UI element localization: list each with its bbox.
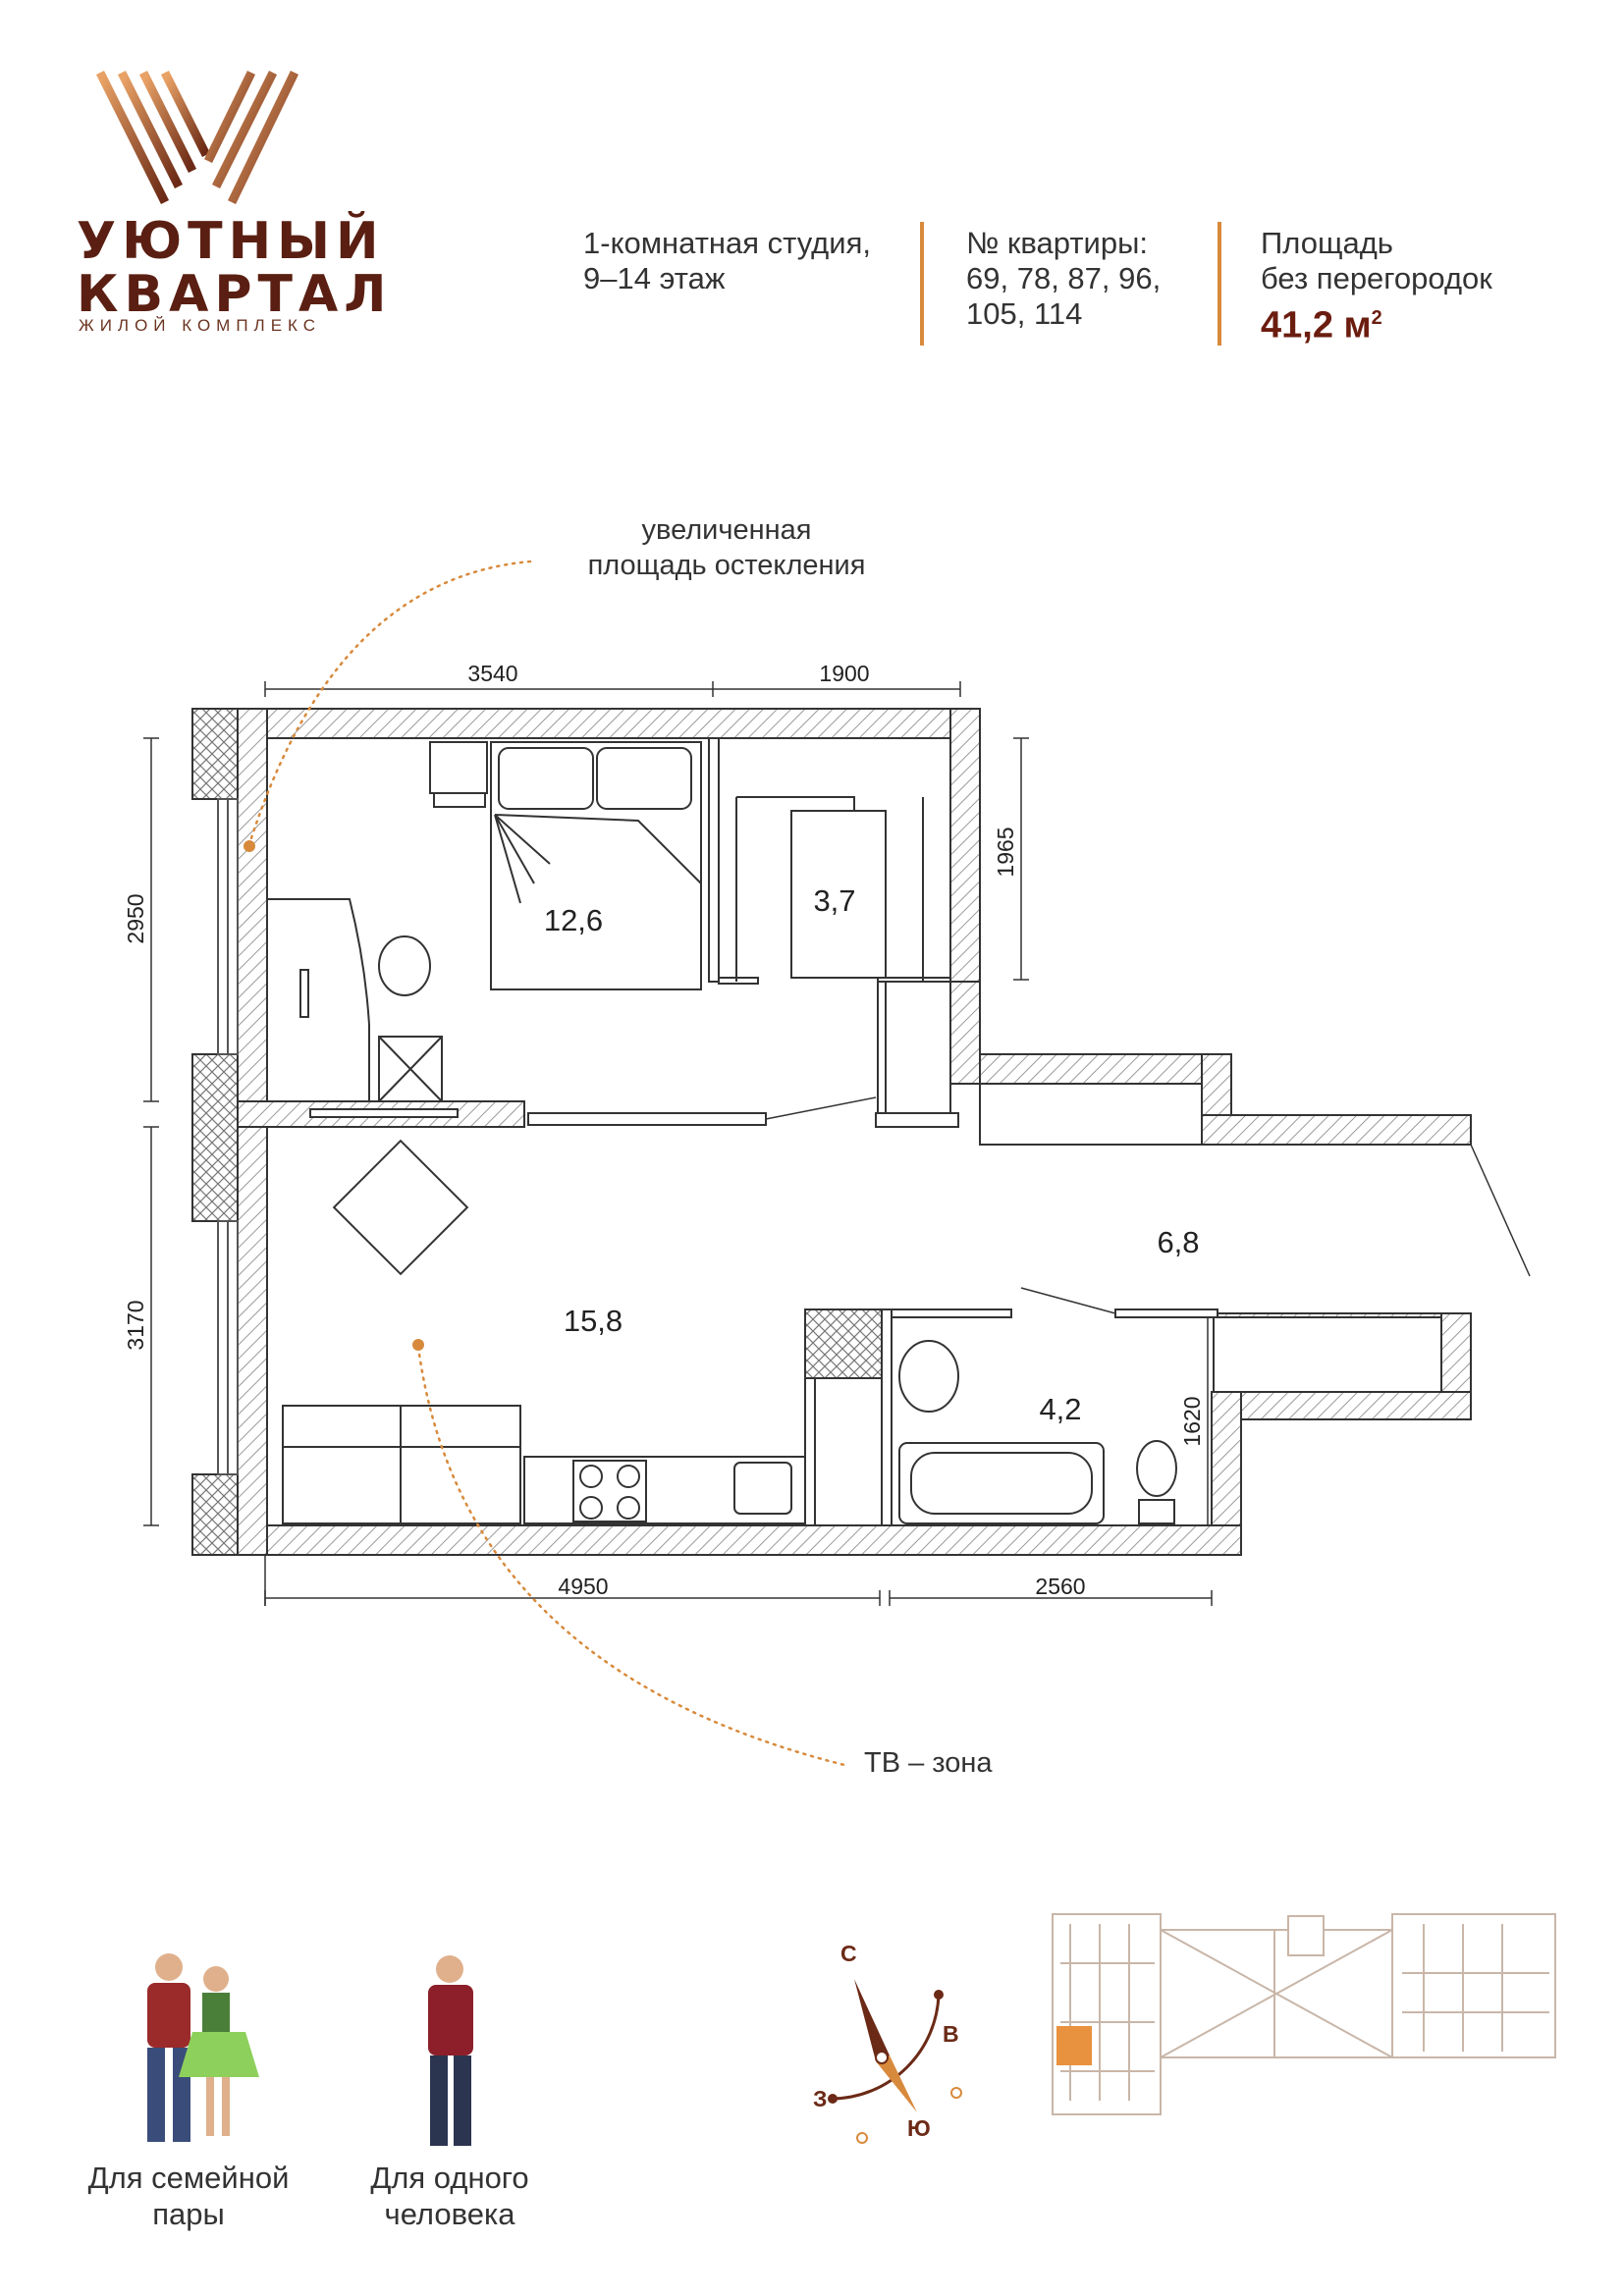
area-value-sup: 2 (1371, 307, 1382, 329)
glazing-note-line1: увеличенная (641, 514, 812, 546)
wall-thin-partition-2 (875, 1112, 959, 1128)
bathtub-inner (910, 1452, 1093, 1515)
area-hall: 6,8 (1157, 1225, 1199, 1259)
wall-bath-left (881, 1308, 893, 1526)
pillar (191, 1053, 239, 1222)
desk-lamp (299, 969, 309, 1018)
brand-logo-icon (95, 70, 299, 205)
area-bedroom: 12,6 (544, 903, 603, 937)
wall-bedroom-living (237, 1100, 525, 1128)
wall-bath-top (881, 1308, 1012, 1318)
wall-closet-bottom (718, 977, 759, 985)
toilet (1136, 1440, 1177, 1497)
area-label-line1: Площадь (1261, 226, 1393, 260)
wall-corridor (979, 1053, 1232, 1085)
brand-subtitle: ЖИЛОЙ КОМПЛЕКС (79, 316, 322, 335)
brand-name-line2: КВАРТАЛ (77, 265, 393, 324)
area-label-line2: без перегородок (1261, 261, 1492, 295)
tv-zone-note: ТВ – зона (864, 1747, 993, 1779)
dim-bath-height: 1620 (1179, 1396, 1205, 1446)
couple-icon (147, 1953, 259, 2142)
dining-table (332, 1139, 469, 1276)
wall-kitchen-right (804, 1377, 816, 1526)
glazing-note: увеличенная площадь остекления (530, 512, 923, 583)
wash-basin (898, 1340, 959, 1413)
compass-north: С (840, 1941, 857, 1966)
pillow (498, 747, 594, 810)
apartment-numbers: № квартиры: 69, 78, 87, 96, 105, 114 (966, 226, 1161, 332)
wall-top (237, 708, 965, 739)
tv-stand (309, 1108, 459, 1118)
audience-family: Для семейной пары (61, 2160, 316, 2232)
shaft (804, 1308, 883, 1379)
building-key-plan (1052, 1913, 1556, 2115)
apartment-floor-line: 9–14 этаж (583, 261, 726, 295)
audience-single: Для одного человека (340, 2160, 560, 2232)
dim-closet-right: 1965 (993, 827, 1018, 877)
toilet-tank (1138, 1499, 1175, 1524)
dim-bottom-right: 2560 (1035, 1574, 1085, 1599)
compass-south: Ю (907, 2115, 931, 2141)
dim-left-bottom: 3170 (123, 1300, 148, 1350)
apartment-numbers-label: № квартиры: (966, 226, 1149, 260)
area-wardrobe: 3,7 (813, 883, 855, 918)
header-divider (1218, 222, 1221, 346)
dim-bottom-left: 4950 (558, 1574, 608, 1599)
wall-bath-right (1211, 1391, 1242, 1530)
compass (828, 1979, 944, 2112)
compass-west: З (813, 2086, 827, 2111)
wall-hall-left (877, 981, 887, 1114)
nightstand-lamp-base (433, 792, 486, 808)
sink (733, 1462, 792, 1515)
pillar (191, 1473, 239, 1556)
brand-name-line1: УЮТНЫЙ (77, 212, 385, 271)
pillar (191, 708, 239, 800)
area-info: Площадь без перегородок 41,2 м2 (1261, 226, 1492, 347)
dim-top-left: 3540 (467, 661, 517, 686)
pillow (596, 747, 692, 810)
audience-family-line1: Для семейной (87, 2161, 290, 2195)
audience-single-line2: человека (384, 2197, 515, 2231)
audience-single-line1: Для одного (370, 2161, 529, 2195)
area-value-number: 41,2 м (1261, 304, 1372, 347)
wall-thin-partition (527, 1112, 767, 1126)
sun-icon (856, 2087, 962, 2144)
wall-bottom (237, 1524, 1242, 1556)
area-bathroom: 4,2 (1039, 1392, 1081, 1426)
header-divider (920, 222, 924, 346)
wall-right-upper (949, 708, 981, 983)
wall-bath-top-right (1238, 1391, 1472, 1420)
wardrobe-center (790, 810, 887, 979)
man-icon (428, 1955, 473, 2146)
apartment-numbers-line2: 105, 114 (966, 296, 1083, 331)
nightstand (429, 741, 488, 794)
wall-closet-left (708, 737, 720, 983)
area-value: 41,2 м2 (1261, 296, 1492, 347)
corridor-wardrobe (979, 1083, 1203, 1146)
hall-wardrobe (1213, 1316, 1442, 1393)
area-living: 15,8 (564, 1304, 623, 1338)
audience-family-line2: пары (152, 2197, 225, 2231)
apartment-type: 1-комнатная студия, 9–14 этаж (583, 226, 871, 296)
wall-right-mid (949, 981, 981, 1085)
hall-shelf (885, 981, 951, 1114)
glazing-note-line2: площадь остекления (587, 550, 866, 581)
wall-bath-top-2 (1114, 1308, 1218, 1318)
dim-left-top: 2950 (123, 893, 148, 943)
dim-top-right: 1900 (819, 661, 869, 686)
apartment-type-line1: 1-комнатная студия, (583, 226, 871, 260)
apartment-numbers-line1: 69, 78, 87, 96, (966, 261, 1162, 295)
office-chair (378, 935, 431, 996)
compass-east: В (943, 2021, 959, 2047)
wall-corridor-end (1201, 1114, 1472, 1146)
apartment-highlight (1056, 2026, 1092, 2065)
